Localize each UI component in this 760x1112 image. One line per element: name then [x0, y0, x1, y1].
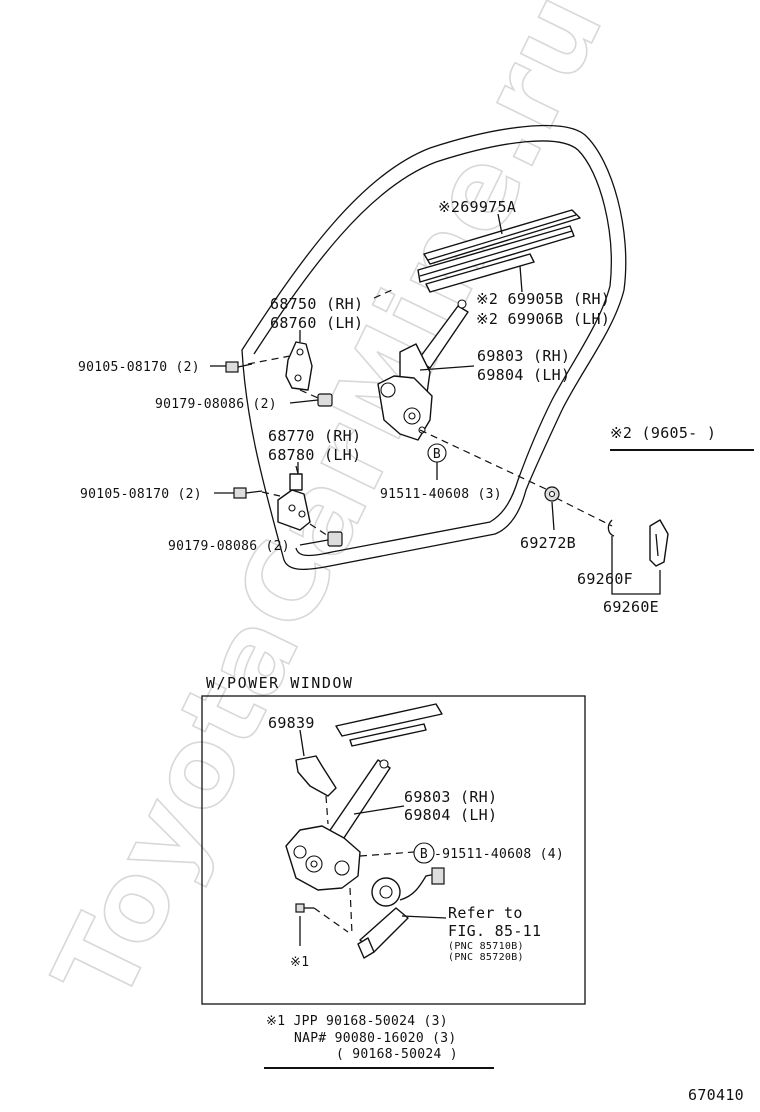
pw-label-regulator-lh: 69804 (LH) [404, 806, 497, 824]
leader-upper-nut [289, 399, 319, 404]
pw-label-refer-to: Refer to [448, 904, 523, 922]
label-nut-upper: 90179-08086 (2) [155, 397, 277, 412]
label-channel-lh: ※2 69906B (LH) [476, 310, 610, 328]
leader-clip [551, 501, 555, 531]
label-regulator-lh: 69804 (LH) [477, 366, 570, 384]
pw-window-regulator [285, 759, 391, 891]
pw-label-bolt-b: -91511-40608 (4) [434, 847, 564, 862]
pw-bracket [295, 755, 337, 797]
handle-part [649, 519, 669, 567]
label-clip: 69272B [520, 534, 576, 552]
dash-upper-bolt [247, 355, 291, 365]
pw-label-note-mark: ※1 [290, 955, 309, 970]
lower-bolt-part [233, 487, 263, 499]
figure-number: 670410 [688, 1086, 744, 1104]
pw-callout-b-letter: B [420, 847, 428, 862]
label-hinge-lower-rh: 68770 (RH) [268, 427, 361, 445]
leader-handle-bracket [611, 536, 661, 595]
pw-glass-channel [335, 703, 443, 747]
label-nut-lower: 90179-08086 (2) [168, 539, 290, 554]
dash-lower-bolt [261, 491, 281, 497]
callout-b-upper-letter: B [433, 447, 441, 462]
clip-part [544, 486, 560, 502]
handle-clip-part [607, 519, 615, 537]
pw-label-bracket: 69839 [268, 714, 315, 732]
pw-dash-screw [313, 907, 349, 933]
footnote-line-2: NAP# 90080-16020 (3) [294, 1031, 457, 1046]
lower-nut-part [327, 531, 343, 547]
pw-label-fig-ref: FIG. 85-11 [448, 922, 541, 940]
window-regulator-manual [377, 299, 469, 441]
footnote-line-1: ※1 JPP 90168-50024 (3) [266, 1014, 448, 1029]
callout-b-upper: B [427, 443, 447, 463]
pw-leader-motor [401, 915, 447, 919]
pw-leader-regulator [353, 805, 405, 815]
upper-hinge-bracket [285, 341, 313, 391]
leader-channel [519, 265, 523, 293]
glass-run-channel [417, 209, 581, 293]
leader-lower-nut [299, 539, 329, 546]
dash-upper-nut [299, 389, 319, 399]
pw-dash-bolt-b [359, 851, 415, 857]
label-date-note: ※2 (9605- ) [610, 424, 716, 442]
pw-callout-b: B [413, 842, 435, 864]
label-glass-run: ※269975A [438, 198, 516, 216]
pw-dash-bracket [325, 795, 329, 825]
pw-dash-motor [349, 887, 353, 935]
label-hinge-upper-lh: 68760 (LH) [270, 314, 363, 332]
lower-hinge-bracket [277, 473, 311, 531]
pw-label-pnc-1: (PNC 85710B) [448, 941, 524, 952]
label-handle-clip: 69260F [577, 570, 633, 588]
upper-nut-part [317, 393, 333, 407]
label-regulator-rh: 69803 (RH) [477, 347, 570, 365]
pw-label-regulator-rh: 69803 (RH) [404, 788, 497, 806]
label-hinge-lower-lh: 68780 (LH) [268, 446, 361, 464]
dash-hinge-to-run [373, 289, 393, 299]
leader-regulator [419, 365, 475, 371]
power-window-title: W/POWER WINDOW [206, 674, 353, 692]
dash-clip-handle [555, 497, 613, 527]
label-bolt-b: 91511-40608 (3) [380, 487, 502, 502]
label-channel-rh: ※2 69905B (RH) [476, 290, 610, 308]
pw-label-pnc-2: (PNC 85720B) [448, 952, 524, 963]
door-outline [241, 124, 627, 571]
pw-leader-bracket [299, 729, 305, 757]
footnote-line-3: ( 90168-50024 ) [336, 1047, 458, 1062]
dash-lower-nut [309, 523, 329, 537]
power-window-box [201, 695, 586, 1005]
label-handle: 69260E [603, 598, 659, 616]
label-bolt-upper: 90105-08170 (2) [78, 360, 200, 375]
label-hinge-upper-rh: 68750 (RH) [270, 295, 363, 313]
leader-glass-run [497, 213, 503, 235]
pw-screw [295, 903, 314, 913]
label-bolt-lower: 90105-08170 (2) [80, 487, 202, 502]
pw-motor [357, 867, 445, 959]
upper-bolt-part [225, 361, 253, 373]
